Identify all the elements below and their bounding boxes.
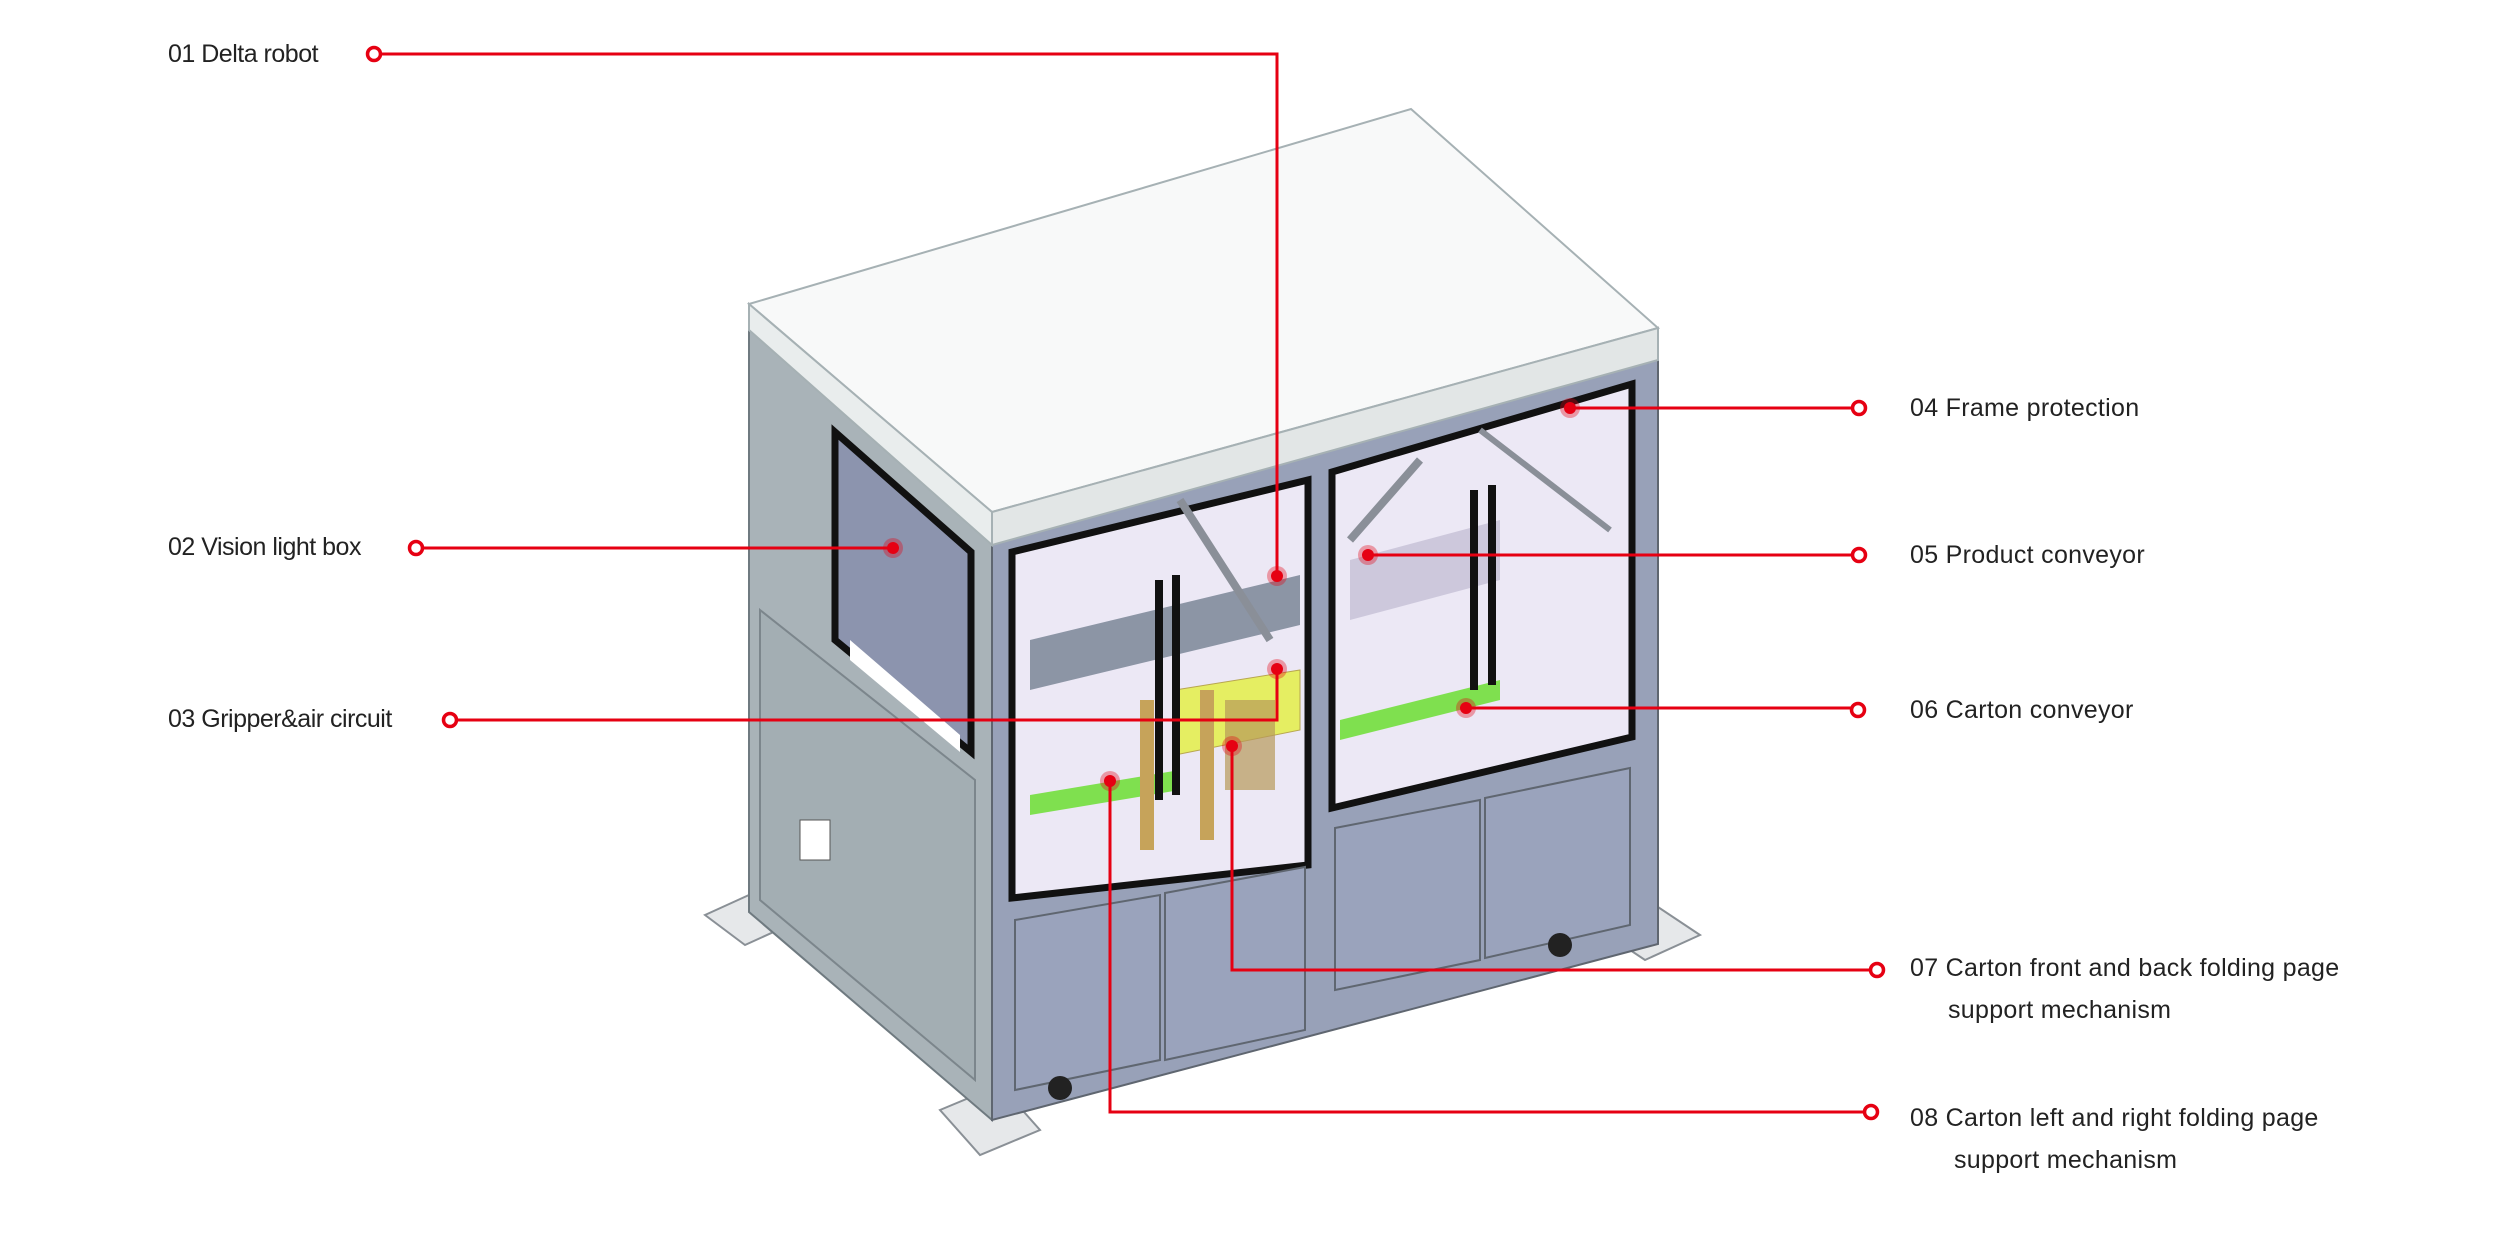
callout-label-vision-light-box: 02 Vision light box [168,533,361,561]
caster [1048,1076,1072,1100]
callout-label-carton-conveyor: 06 Carton conveyor [1910,696,2134,724]
callout-label-frame-protection: 04 Frame protection [1910,394,2140,422]
callout-marker-06 [1849,701,1867,719]
callout-label-delta-robot: 01 Delta robot [168,40,319,68]
callout-target-dots [883,398,1580,791]
callout-marker-08 [1862,1103,1880,1121]
top-cover-edge [991,326,1659,547]
callout-marker-05 [1850,546,1868,564]
callout-label-carton-front-back-folding-line2: support mechanism [1948,996,2172,1024]
interior-mechanism [1030,427,1612,850]
callout-label-carton-left-right-folding-line2: support mechanism [1954,1146,2178,1174]
callout-end-circles [365,45,1886,1121]
callout-marker-02 [407,539,425,557]
side-opening [799,819,831,861]
callout-label-carton-front-back-folding: 07 Carton front and back folding page [1910,954,2340,982]
callout-marker-04 [1850,399,1868,417]
callout-marker-07 [1868,961,1886,979]
vision-light-box [831,424,975,760]
callout-label-gripper-air-circuit: 03 Gripper&air circuit [168,705,392,733]
light-box-tray [850,640,960,752]
callout-lines [380,52,1870,1114]
callout-label-product-conveyor: 05 Product conveyor [1910,541,2145,569]
callout-marker-03 [441,711,459,729]
callout-label-carton-left-right-folding: 08 Carton left and right folding page [1910,1104,2319,1132]
left-lower-cabinet [759,607,976,1083]
callout-marker-01 [365,45,383,63]
lower-cabinet-doors [1014,766,1631,1092]
caster [1548,933,1572,957]
